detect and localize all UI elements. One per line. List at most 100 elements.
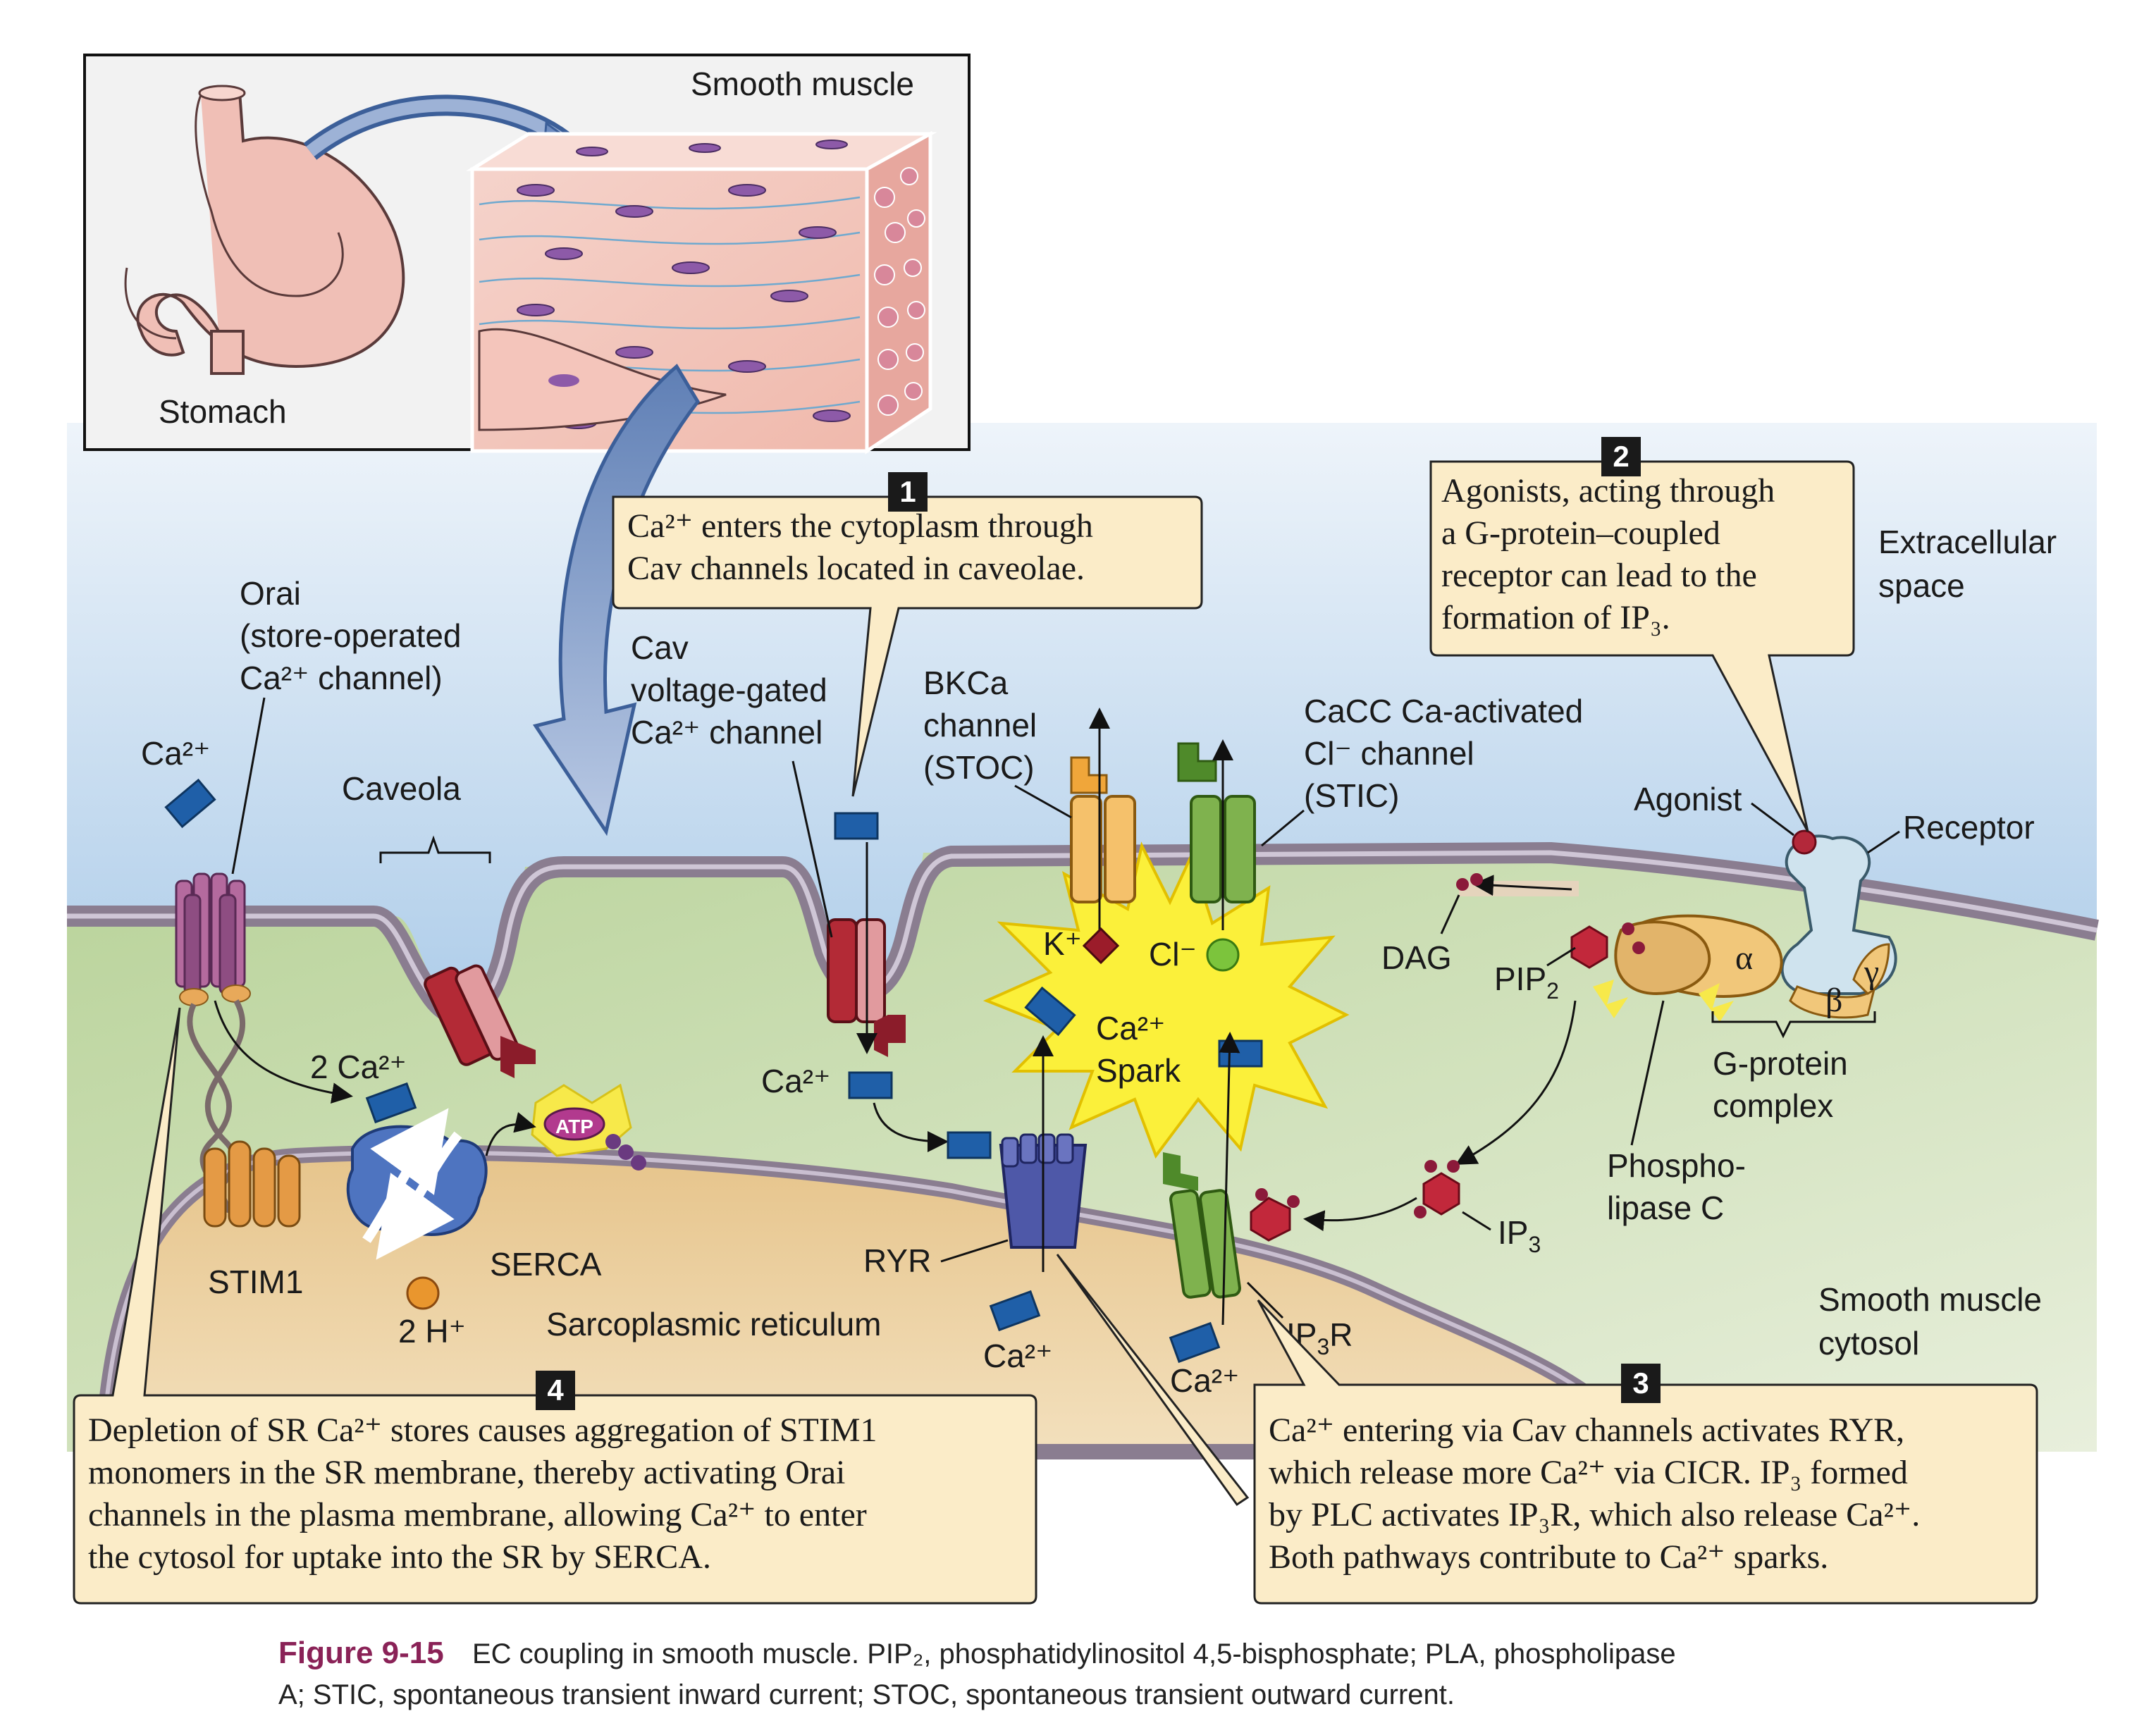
- beta-label: β: [1825, 982, 1842, 1019]
- ip3-molecule: [1414, 1160, 1460, 1218]
- phospholipase-c: [1593, 920, 1734, 1022]
- serca-label: SERCA: [490, 1246, 602, 1283]
- svg-text:Phospho-: Phospho-: [1607, 1147, 1746, 1184]
- svg-text:CaCC Ca-activated: CaCC Ca-activated: [1304, 693, 1583, 729]
- plc-label: Phospho- lipase C: [1607, 1147, 1746, 1226]
- callout-1-line-1: Ca²⁺ enters the cytoplasm through: [627, 507, 1093, 545]
- atp-molecule: ATP: [531, 1083, 646, 1171]
- chloride-ion: [1206, 938, 1240, 972]
- svg-text:Smooth muscle: Smooth muscle: [1818, 1281, 2042, 1318]
- cl-label: Cl⁻: [1149, 936, 1197, 973]
- svg-text:(STOC): (STOC): [923, 749, 1035, 786]
- svg-text:BKCa: BKCa: [923, 665, 1009, 701]
- callout-2-line-4: formation of IP₃.: [1441, 599, 1670, 636]
- ca-ion-cav-out: [834, 812, 879, 840]
- potassium-ion: [1082, 927, 1120, 965]
- callout-2-line-1: Agonists, acting through: [1441, 472, 1775, 510]
- callout-3-line-1: Ca²⁺ entering via Cav channels activates…: [1269, 1412, 1904, 1449]
- ryr-label: RYR: [863, 1242, 931, 1279]
- callout-2-line-3: receptor can lead to the: [1441, 557, 1757, 594]
- svg-text:Spark: Spark: [1096, 1052, 1181, 1089]
- svg-text:Ca²⁺ channel: Ca²⁺ channel: [631, 714, 823, 751]
- inset-title: Smooth muscle: [691, 66, 914, 102]
- spark-label: Ca²⁺ Spark: [1096, 1010, 1181, 1089]
- callout-4: 4 Depletion of SR Ca²⁺ stores causes agg…: [73, 1007, 1037, 1605]
- gprotein-label: G-protein complex: [1713, 1045, 1848, 1124]
- callout-3-line-4: Both pathways contribute to Ca²⁺ sparks.: [1269, 1538, 1828, 1576]
- callout-4-line-2: monomers in the SR membrane, thereby act…: [88, 1454, 845, 1491]
- cav-ca-label: Ca²⁺: [761, 1063, 830, 1099]
- stomach-illustration: [124, 85, 405, 375]
- caption-line-2: A; STIC, spontaneous transient inward cu…: [278, 1679, 1455, 1710]
- svg-text:(store-operated: (store-operated: [240, 617, 462, 654]
- two-h-label: 2 H⁺: [398, 1313, 466, 1350]
- caption-line-1: EC coupling in smooth muscle. PIP₂, phos…: [472, 1638, 1676, 1669]
- callout-4-line-1: Depletion of SR Ca²⁺ stores causes aggre…: [88, 1412, 877, 1449]
- bk-channel: [1070, 756, 1136, 903]
- callout-3: 3 Ca²⁺ entering via Cav channels activat…: [1253, 1299, 2038, 1605]
- alpha-label: α: [1735, 939, 1753, 977]
- svg-text:Cav: Cav: [631, 629, 689, 666]
- svg-text:complex: complex: [1713, 1087, 1833, 1124]
- cacc-channel: [1177, 742, 1256, 903]
- ca-ion-ryr-trigger: [947, 1131, 992, 1159]
- proton-ion: [406, 1276, 440, 1310]
- sr-label: Sarcoplasmic reticulum: [546, 1306, 881, 1342]
- gamma-label: γ: [1864, 953, 1879, 991]
- stomach-label: Stomach: [159, 393, 287, 430]
- atp-label: ATP: [555, 1116, 593, 1137]
- orai-ca-label: Ca²⁺: [141, 735, 210, 772]
- callout-1: 1 Ca²⁺ enters the cytoplasm through Cav …: [612, 472, 1203, 797]
- extracellular-label: Extracellular space: [1878, 524, 2057, 604]
- pip2-molecule: [1570, 922, 1645, 969]
- agonist-label: Agonist: [1634, 781, 1742, 817]
- cacc-label: CaCC Ca-activated Cl⁻ channel (STIC): [1304, 693, 1583, 814]
- pip2-label: PIP2: [1494, 961, 1559, 1004]
- callout-3-line-2: which release more Ca²⁺ via CICR. IP₃ fo…: [1269, 1454, 1908, 1491]
- cav-channel: [827, 918, 906, 1057]
- cav-label: Cav voltage-gated Ca²⁺ channel: [631, 629, 827, 751]
- callout-4-line-4: the cytosol for uptake into the SR by SE…: [88, 1538, 711, 1576]
- svg-text:Cl⁻ channel: Cl⁻ channel: [1304, 735, 1474, 772]
- svg-text:Extracellular: Extracellular: [1878, 524, 2057, 560]
- svg-text:(STIC): (STIC): [1304, 777, 1399, 814]
- figure-caption: Figure 9-15 EC coupling in smooth muscle…: [278, 1636, 1676, 1710]
- callout-2: 2 Agonists, acting through a G-protein–c…: [1429, 437, 1855, 832]
- tissue-block: [466, 130, 937, 455]
- agonist-molecule: [1792, 829, 1817, 855]
- stim1: [203, 1140, 301, 1228]
- svg-text:Ca²⁺: Ca²⁺: [1096, 1010, 1165, 1046]
- callout-3-line-3: by PLC activates IP₃R, which also releas…: [1269, 1496, 1920, 1533]
- ca-ion-spark-2: [1218, 1039, 1263, 1068]
- dag-label: DAG: [1381, 939, 1452, 976]
- k-label: K⁺: [1043, 925, 1082, 962]
- svg-text:channel: channel: [923, 707, 1037, 743]
- svg-text:voltage-gated: voltage-gated: [631, 672, 827, 708]
- bk-label: BKCa channel (STOC): [923, 665, 1037, 786]
- tissue-inset: Smooth muscle Stomach: [83, 54, 971, 455]
- callout-2-line-2: a G-protein–coupled: [1441, 514, 1720, 552]
- callout-3-number: 3: [1632, 1366, 1649, 1400]
- figure-number: Figure 9-15: [278, 1636, 444, 1670]
- dag-molecule: [1456, 873, 1483, 891]
- two-ca-label: 2 Ca²⁺: [310, 1049, 407, 1085]
- svg-text:lipase C: lipase C: [1607, 1190, 1724, 1226]
- caveola-label: Caveola: [342, 770, 461, 807]
- svg-text:cytosol: cytosol: [1818, 1325, 1919, 1362]
- svg-text:G-protein: G-protein: [1713, 1045, 1848, 1082]
- orai-label: Orai (store-operated Ca²⁺ channel): [240, 575, 462, 696]
- callout-1-line-2: Cav channels located in caveolae.: [627, 550, 1085, 587]
- ryr-ca-label: Ca²⁺: [983, 1338, 1052, 1374]
- ip3r-channel: [1163, 1152, 1300, 1299]
- serca-pump: [346, 1108, 488, 1260]
- cav-channel-caveola: [424, 964, 536, 1078]
- stim1-label: STIM1: [208, 1264, 303, 1300]
- svg-text:Ca²⁺ channel): Ca²⁺ channel): [240, 660, 443, 696]
- orai-channel: [175, 872, 251, 1214]
- callout-2-number: 2: [1613, 440, 1629, 473]
- calcium-spark: [982, 841, 1350, 1159]
- svg-text:space: space: [1878, 567, 1965, 604]
- ca-ion-cav-in: [848, 1071, 893, 1099]
